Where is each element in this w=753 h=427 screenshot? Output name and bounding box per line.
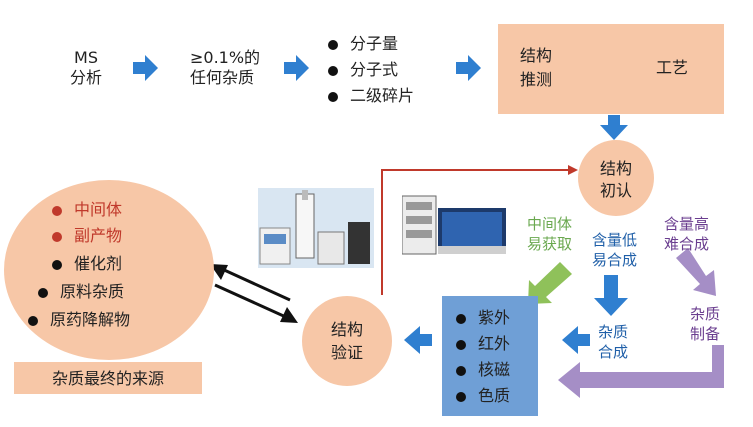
list-item: 色质 — [456, 386, 510, 406]
bullet-icon — [38, 287, 48, 298]
initial-recognition-label: 结构 初认 — [599, 159, 632, 200]
bullet-icon — [28, 315, 38, 326]
lcms-instrument-image — [402, 195, 506, 255]
red-connector — [381, 169, 570, 295]
arrow-right-icon — [284, 55, 309, 81]
bullet-icon — [328, 39, 338, 50]
bullet-icon — [52, 231, 62, 242]
bullet-icon — [456, 391, 466, 402]
green-arrow-icon — [528, 262, 572, 304]
nmr-instrument-image — [258, 188, 374, 268]
bullet-icon — [456, 339, 466, 350]
impurity-prep-label: 杂质 制备 — [690, 305, 721, 343]
bullet-icon — [456, 365, 466, 376]
sources-caption: 杂质最终的来源 — [51, 369, 164, 388]
bullet-icon — [456, 313, 466, 324]
branch-high-content-label: 含量高 难合成 — [664, 215, 710, 253]
process-label: 工艺 — [656, 58, 689, 77]
double-arrow-line — [214, 283, 289, 320]
bullet-icon — [328, 65, 338, 76]
list-item: 紫外 — [456, 308, 510, 328]
list-item: 中间体 — [52, 200, 122, 220]
list-item: 分子式 — [328, 60, 398, 80]
arrow-right-icon — [456, 55, 481, 81]
arrow-left-icon — [562, 326, 590, 354]
arrow-right-icon — [568, 165, 578, 175]
list-item: 红外 — [456, 334, 510, 354]
arrow-right-icon — [280, 307, 298, 323]
arrow-left-icon — [210, 264, 228, 280]
bullet-icon — [52, 205, 62, 216]
arrow-right-icon — [133, 55, 158, 81]
list-item: 核磁 — [456, 360, 510, 380]
arrow-left-icon — [404, 326, 432, 354]
verification-circle — [302, 296, 392, 386]
list-item: 副产物 — [52, 226, 122, 246]
list-item: 原料杂质 — [38, 282, 124, 302]
list-item: 分子量 — [328, 34, 398, 54]
impurity-synth-label: 杂质 合成 — [598, 323, 629, 361]
bullet-icon — [328, 91, 338, 102]
purple-return-arrow — [558, 345, 724, 398]
list-item: 催化剂 — [52, 254, 122, 274]
arrow-down-icon — [594, 275, 628, 316]
threshold-label: ≥0.1%的 任何杂质 — [190, 48, 261, 87]
structure-inference-label: 结构 推测 — [520, 46, 553, 89]
branch-intermediate-label: 中间体 易获取 — [527, 215, 573, 253]
list-item: 原药降解物 — [28, 310, 130, 330]
branch-low-content-label: 含量低 易合成 — [592, 231, 638, 269]
purple-arrow-icon — [676, 248, 716, 296]
sources-caption-box — [14, 362, 202, 394]
arrow-down-icon — [600, 115, 628, 140]
verification-label: 结构 验证 — [330, 320, 363, 362]
structure-inference-box — [498, 24, 724, 114]
impurity-sources-circle — [4, 180, 214, 360]
double-arrow-line — [221, 267, 291, 302]
bullet-icon — [52, 259, 62, 270]
initial-recognition-circle — [578, 140, 654, 216]
list-item: 二级碎片 — [328, 86, 414, 106]
ms-analysis-label: MS 分析 — [69, 48, 102, 87]
